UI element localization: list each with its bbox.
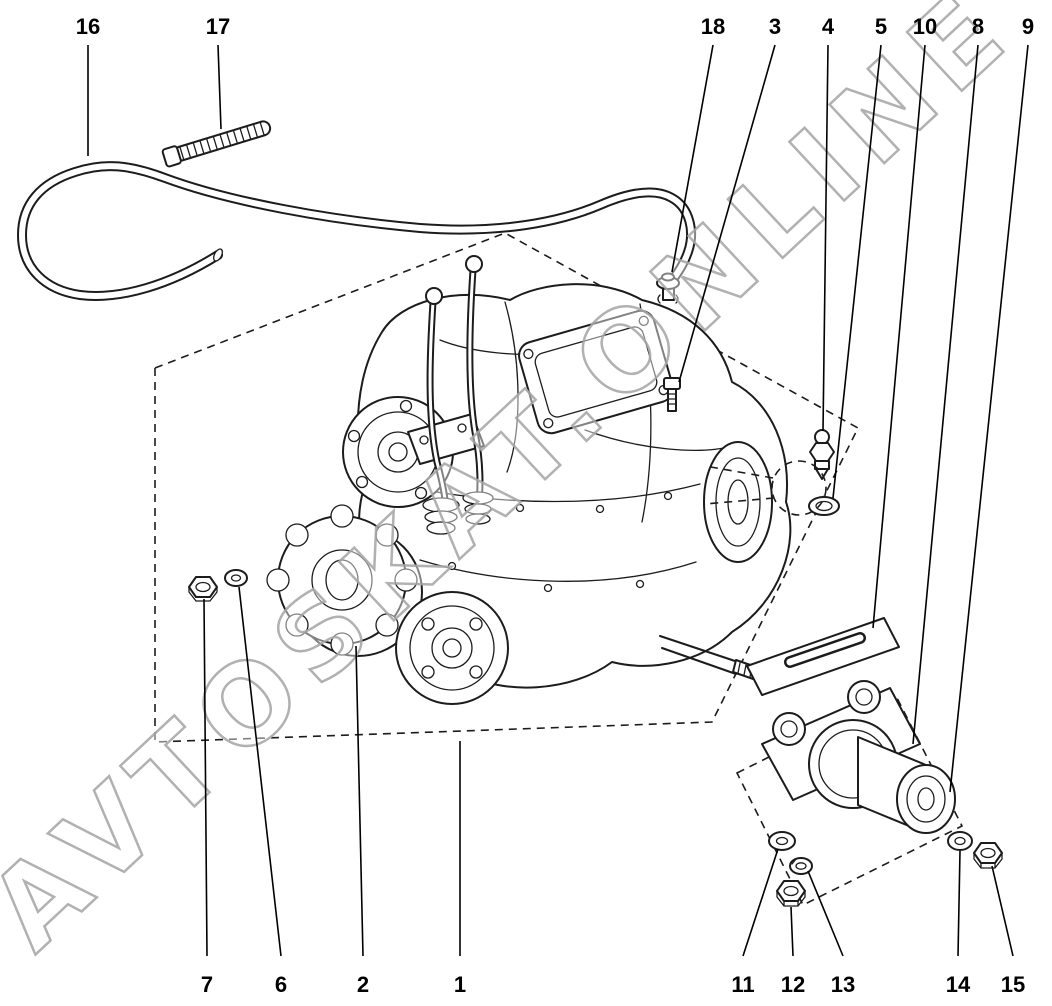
callout-label-17: 17 (206, 14, 230, 39)
callout-label-18: 18 (701, 14, 725, 39)
callout-label-6: 6 (275, 972, 287, 997)
leader-line-8 (912, 44, 979, 745)
leader-line-6 (238, 586, 282, 957)
callout-label-9: 9 (1022, 14, 1034, 39)
callout-label-10: 10 (913, 14, 937, 39)
sensor (809, 429, 835, 480)
nut-12 (776, 880, 806, 907)
leader-line-7 (203, 598, 208, 957)
leader-line-15 (991, 865, 1014, 957)
spring-washer-13 (789, 857, 813, 875)
leader-line-11 (742, 848, 779, 957)
shift-levers (407, 255, 494, 535)
dashed-outline-main (154, 232, 860, 743)
breather-valve (656, 272, 680, 304)
callout-label-13: 13 (831, 972, 855, 997)
callout-label-12: 12 (781, 972, 805, 997)
breather-hose (16, 161, 696, 301)
washer-11 (768, 831, 796, 851)
leader-line-17 (217, 44, 222, 130)
rear-output-cover (703, 441, 773, 563)
bolt (663, 377, 681, 412)
washer-14 (947, 831, 973, 851)
sensor-location-dashes (704, 460, 827, 516)
top-cover-plate (518, 309, 674, 435)
mount-bracket (761, 680, 921, 809)
callout-label-7: 7 (201, 972, 213, 997)
support-plate (746, 617, 900, 696)
leader-line-2 (355, 645, 364, 957)
nut-15 (973, 842, 1003, 869)
callout-label-15: 15 (1001, 972, 1025, 997)
front-output-flange (395, 591, 509, 705)
callout-label-3: 3 (769, 14, 781, 39)
rubber-bushing (857, 736, 956, 834)
callout-label-2: 2 (357, 972, 369, 997)
leader-line-10 (872, 44, 926, 629)
leader-line-9 (949, 44, 1029, 793)
callout-label-5: 5 (875, 14, 887, 39)
pto-cover (266, 504, 423, 657)
callout-label-11: 11 (731, 972, 754, 997)
callout-label-8: 8 (972, 14, 984, 39)
leader-line-14 (957, 850, 961, 957)
leader-line-12 (790, 906, 794, 957)
callout-label-14: 14 (946, 972, 971, 997)
callout-label-1: 1 (454, 972, 466, 997)
sealing-ring (808, 496, 840, 516)
callout-label-16: 16 (76, 14, 100, 39)
washer-6 (224, 569, 248, 587)
cable-tie (161, 120, 272, 168)
leader-line-18 (671, 44, 714, 273)
leader-line-4 (822, 44, 829, 432)
callout-label-4: 4 (822, 14, 835, 39)
leader-line-3 (678, 44, 776, 383)
nut-7 (188, 576, 218, 602)
leader-line-5 (832, 44, 882, 499)
leader-line-13 (807, 870, 844, 957)
